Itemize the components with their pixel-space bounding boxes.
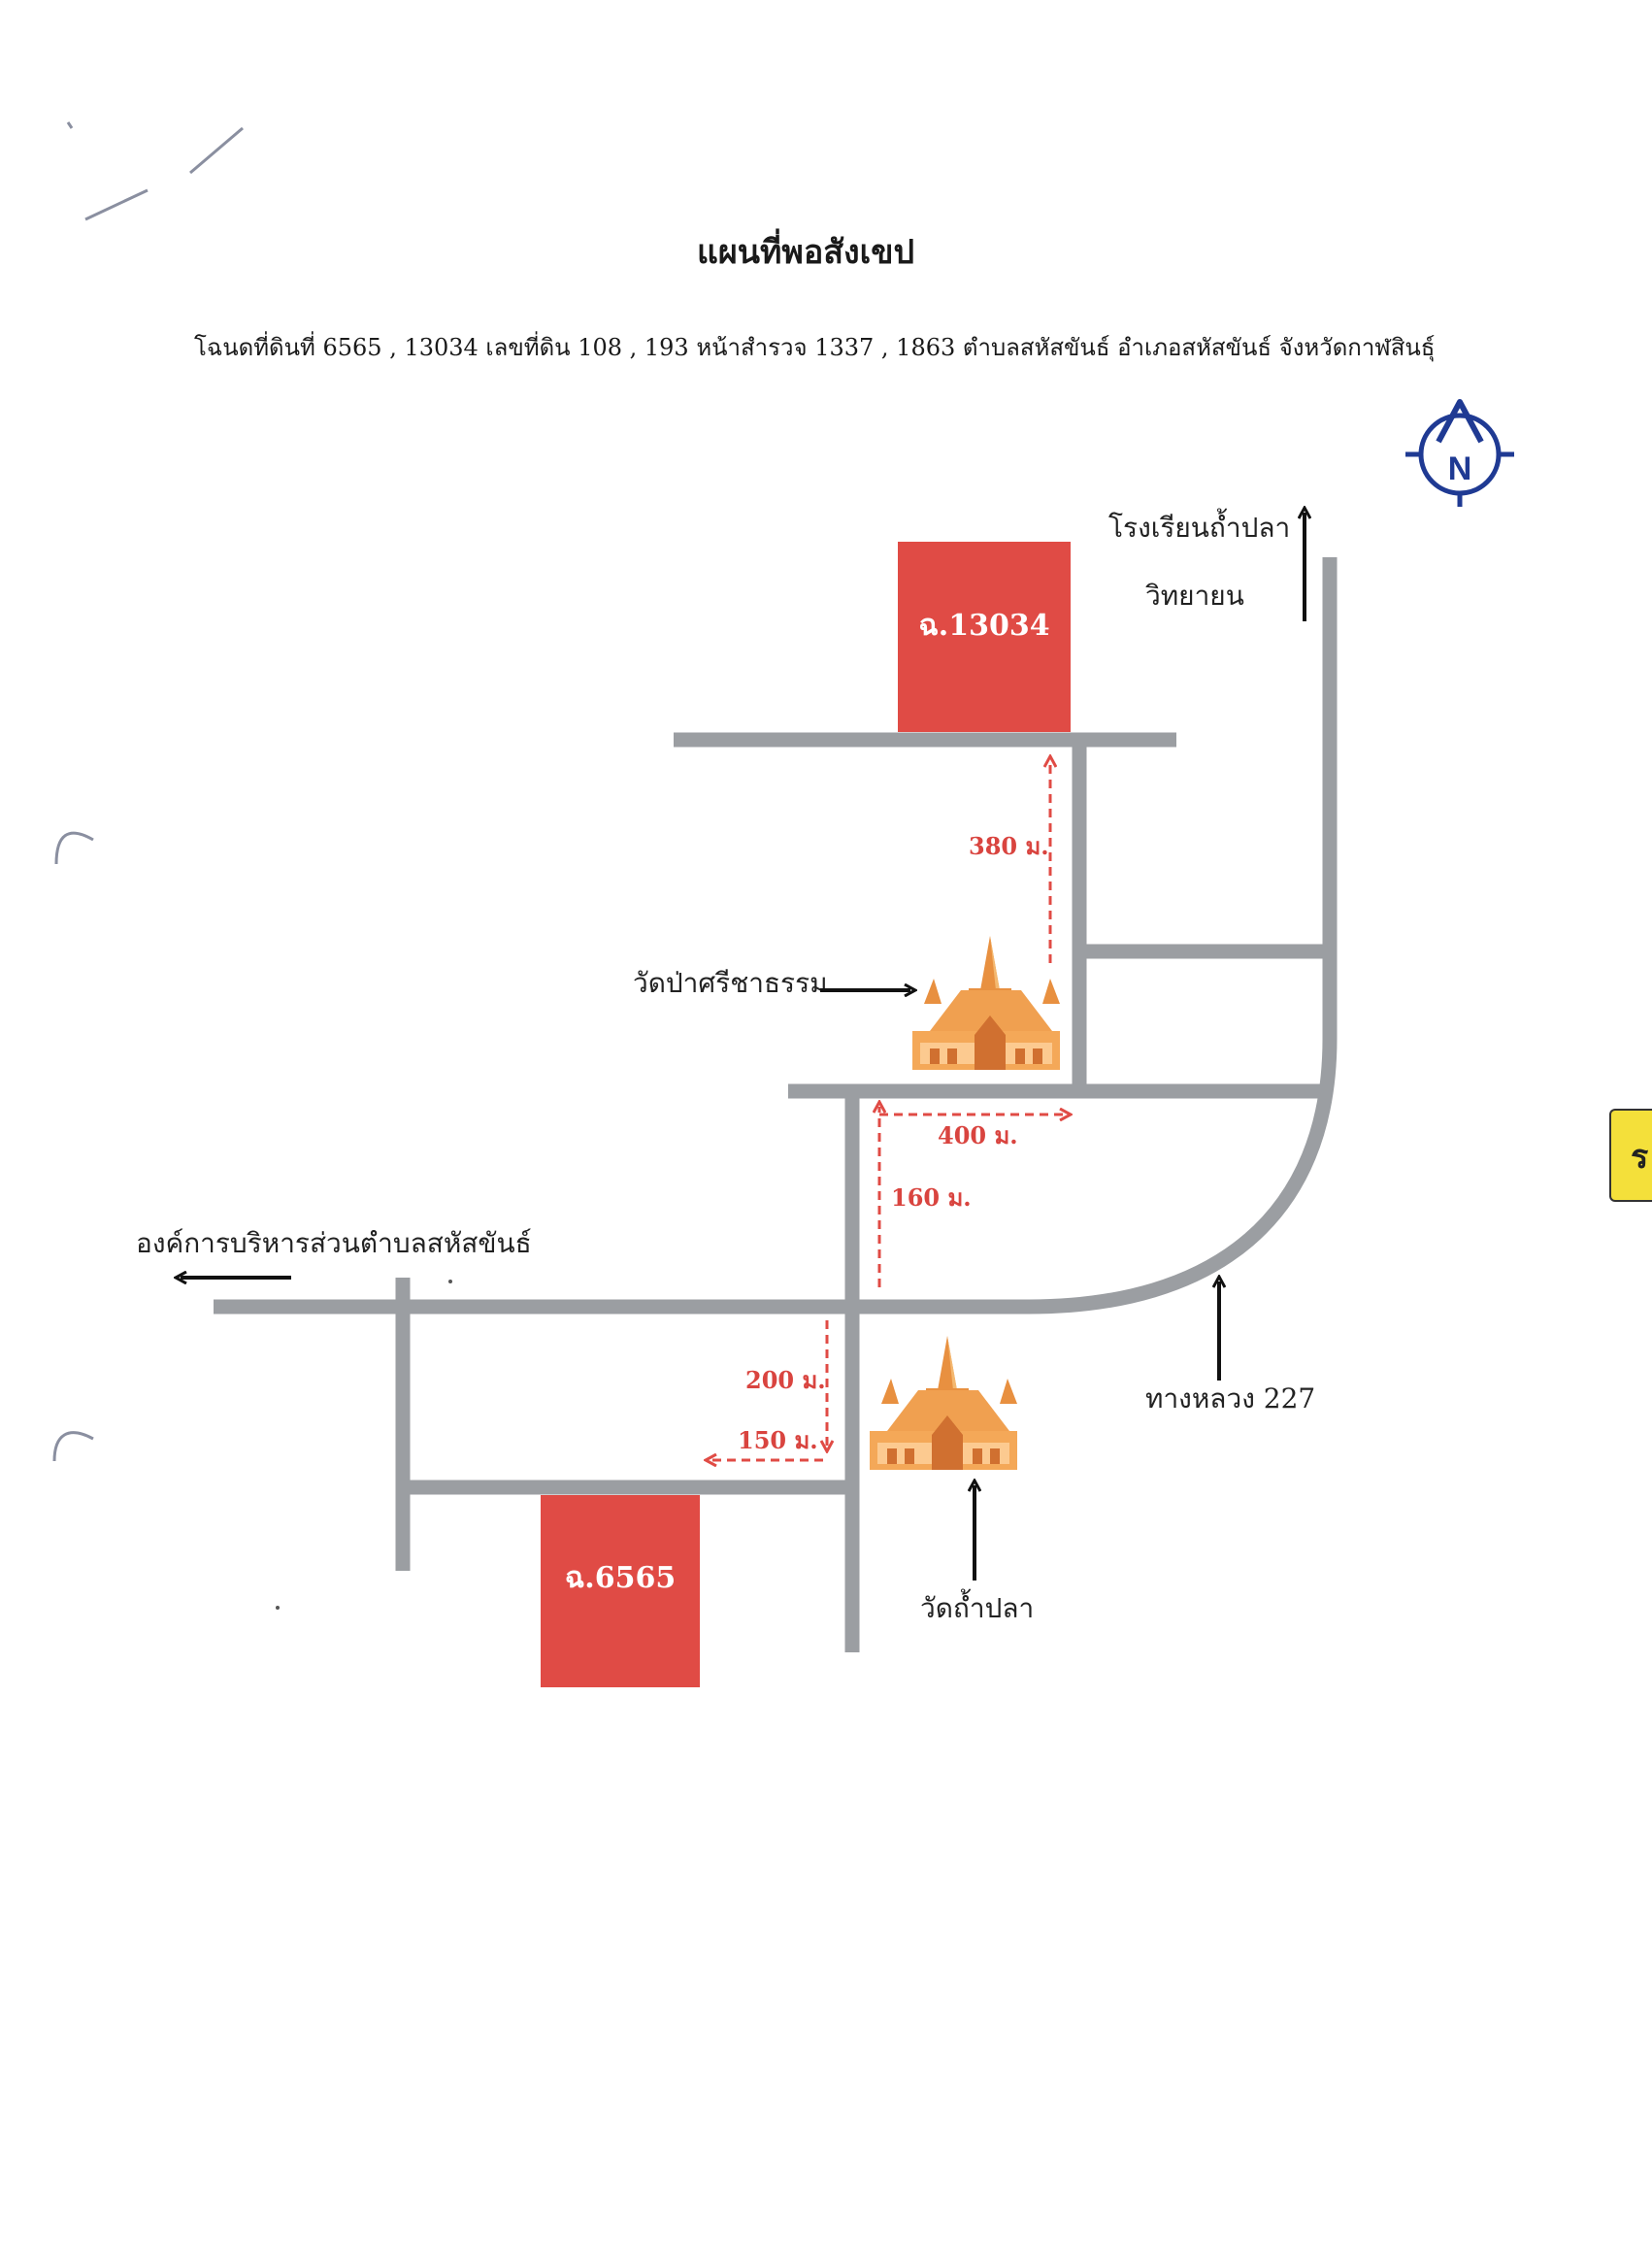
distance-400m-label: 400 ม. (938, 1121, 1018, 1149)
page-title: แผนที่พอสังเขป (696, 233, 915, 272)
parcel-13034-label: ฉ.13034 (918, 609, 1049, 643)
parcel-6565 (541, 1495, 700, 1687)
distance-200m-label: 200 ม. (745, 1366, 826, 1394)
temple-icon-south (870, 1336, 1017, 1470)
page-subtitle: โฉนดที่ดินที่ 6565 , 13034 เลขที่ดิน 108… (194, 334, 1436, 361)
highway-227-road (214, 557, 1338, 1315)
distance-150m-label: 150 ม. (738, 1426, 818, 1454)
highway-227-label: ทางหลวง 227 (1145, 1382, 1315, 1414)
temple-north-label: วัดป่าศรีชาธรรม (633, 967, 828, 999)
compass-letter: N (1448, 450, 1472, 487)
scan-marks (52, 121, 244, 1462)
north-arrow-compass-icon: N (1405, 399, 1514, 507)
school-label-line2: วิทยายน (1145, 580, 1244, 612)
parcel-13034 (898, 542, 1071, 732)
temple-icon-north (912, 936, 1060, 1070)
temple-south-label: วัดถ้ำปลา (920, 1588, 1034, 1624)
road-network (214, 557, 1338, 1652)
school-label-line1: โรงเรียนถ้ำปลา (1108, 508, 1290, 544)
side-index-tab: ร (1609, 1109, 1652, 1202)
route-arrows (710, 761, 1066, 1460)
distance-160m-label: 160 ม. (891, 1183, 972, 1212)
distance-380m-label: 380 ม. (969, 832, 1049, 860)
sao-label: องค์การบริหารส่วนตำบลสหัสขันธ์ (136, 1227, 532, 1259)
parcel-6565-label: ฉ.6565 (565, 1561, 676, 1595)
